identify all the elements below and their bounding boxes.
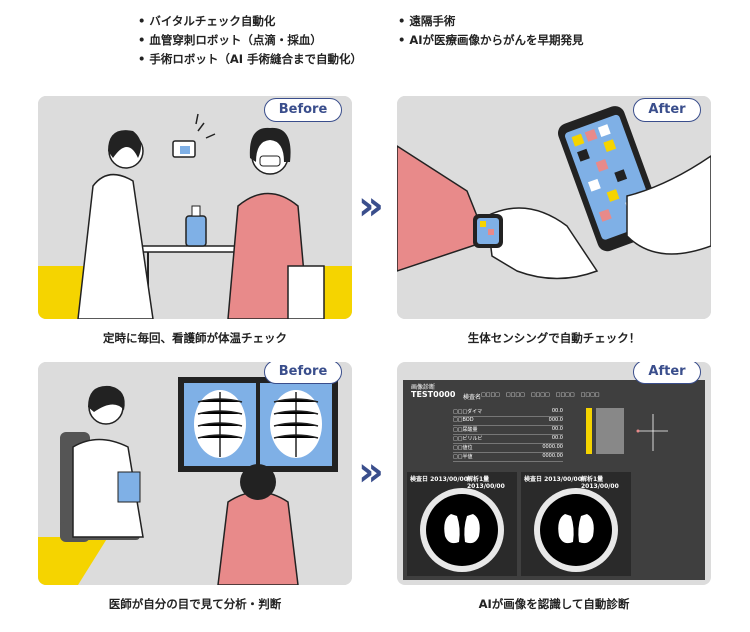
- ct-panel-left: 検査日 2013/00/00 解析1量 2013/00/00: [407, 472, 517, 576]
- badge-after: After: [633, 98, 701, 122]
- ct-result: 解析1量 2013/00/00: [467, 476, 505, 490]
- lab-value: 000.0: [548, 417, 563, 423]
- mini-chart: [586, 408, 668, 454]
- panel-sensing: After: [397, 96, 711, 319]
- lab-table: □□□ダイマ 00.0 □□BOD 000.0 □□尿酸量 00.0 □□ビリルビ 00…: [453, 408, 563, 462]
- tab-item[interactable]: □□□□: [530, 392, 550, 398]
- tab-item[interactable]: □□□□: [580, 392, 600, 398]
- tab-item[interactable]: □□□□: [481, 392, 500, 398]
- diagnosis-screen: 画像診断 TEST0000 検査名 □□□□ □□□□ □□□□ □□□□ □□…: [403, 380, 705, 580]
- bullet-item: • AIが医療画像からがんを早期発見: [398, 33, 584, 47]
- caption-bottom-left: 医師が自分の目で見て分析・判断: [108, 597, 282, 611]
- bullet-item: • バイタルチェック自動化: [138, 14, 276, 28]
- chevron-right-icon: »: [358, 183, 384, 229]
- doctor-illustration: [38, 362, 352, 585]
- tab-item[interactable]: □□□□: [555, 392, 575, 398]
- lab-name: □□□ダイマ: [453, 409, 483, 415]
- screen-title: 画像診断: [411, 384, 436, 391]
- panel-nurse-temperature: Before: [38, 96, 352, 319]
- tab-row: □□□□ □□□□ □□□□ □□□□ □□□□: [481, 392, 600, 398]
- bullet-list-left: • バイタルチェック自動化 • 血管穿刺ロボット（点滴・採血） • 手術ロボット…: [138, 12, 362, 69]
- caption-bottom-right: AIが画像を認識して自動診断: [478, 597, 630, 611]
- lab-value: 00.0: [551, 435, 563, 441]
- lab-name: □□半値: [453, 454, 473, 460]
- lab-name: □□尿酸量: [453, 427, 478, 433]
- ct-scan-image: [534, 488, 618, 572]
- badge-before: Before: [264, 362, 342, 384]
- ct-result: 解析1量 2013/00/00: [581, 476, 619, 490]
- caption-top-right: 生体センシングで自動チェック！: [467, 331, 641, 345]
- lab-name: □□BOD: [453, 417, 474, 423]
- badge-before: Before: [264, 98, 342, 122]
- panel-ai-diagnosis: 画像診断 TEST0000 検査名 □□□□ □□□□ □□□□ □□□□ □□…: [397, 362, 711, 585]
- lab-name: □□ビリルビ: [453, 436, 483, 442]
- ct-date: 検査日 2013/00/00: [410, 476, 468, 483]
- lab-value: 0000.00: [542, 453, 563, 459]
- patient-id: TEST0000: [411, 390, 456, 399]
- chevron-right-icon: »: [358, 449, 384, 495]
- caption-top-left: 定時に毎回、看護師が体温チェック: [103, 331, 287, 345]
- ct-panel-right: 検査日 2013/00/00 解析1量 2013/00/00: [521, 472, 631, 576]
- bullet-item: • 手術ロボット（AI 手術縫合まで自動化）: [138, 52, 363, 66]
- lab-name: □□値位: [453, 445, 473, 451]
- exam-label: 検査名: [463, 394, 482, 401]
- ct-scan-image: [420, 488, 504, 572]
- lab-value: 0000.00: [542, 444, 563, 450]
- nurse-illustration: [38, 96, 352, 319]
- smartwatch-illustration: [397, 96, 711, 319]
- panel-doctor-xray: Before: [38, 362, 352, 585]
- badge-after: After: [633, 362, 701, 384]
- bullet-item: • 遠隔手術: [398, 14, 456, 28]
- tab-item[interactable]: □□□□: [505, 392, 525, 398]
- ct-date: 検査日 2013/00/00: [524, 476, 582, 483]
- bullet-list-right: • 遠隔手術 • AIが医療画像からがんを早期発見: [398, 12, 584, 50]
- lab-value: 00.0: [551, 426, 563, 432]
- bullet-item: • 血管穿刺ロボット（点滴・採血）: [138, 33, 322, 47]
- lab-value: 00.0: [551, 408, 563, 414]
